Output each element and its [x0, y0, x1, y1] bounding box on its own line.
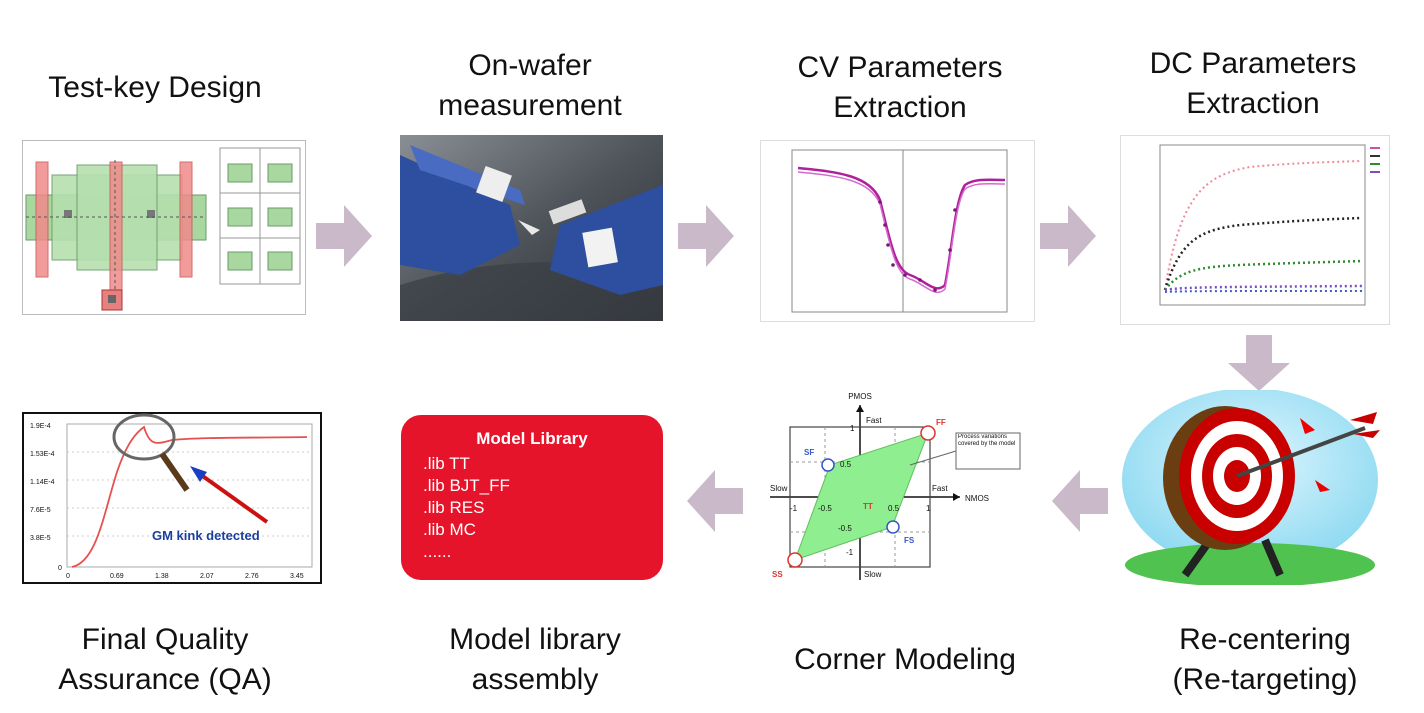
library-item: .lib BJT_FF — [423, 476, 510, 495]
x-tick-label: 2.76 — [245, 573, 259, 580]
x-tick-label: 0.69 — [110, 573, 124, 580]
label-line: Corner Modeling — [794, 643, 1016, 676]
label-line: (Re-targeting) — [1172, 663, 1358, 696]
label-line: assembly — [471, 663, 599, 696]
y-tick-label: 1.53E-4 — [30, 451, 55, 458]
corner-marker — [920, 425, 936, 441]
step-label-corner: Corner Modeling — [760, 640, 1050, 680]
x-tick-label: 2.07 — [200, 573, 214, 580]
qa-gm-plot: 1.9E-4 1.53E-4 1.14E-4 7.6E-5 3.8E-5 0 0… — [22, 412, 322, 584]
x-tick-label: 3.45 — [290, 573, 304, 580]
y-tick-label: 1.14E-4 — [30, 479, 55, 486]
library-item: .lib RES — [423, 498, 485, 517]
model-library-box: Model Library .lib TT .lib BJT_FF .lib R… — [401, 415, 663, 580]
slow-label: Slow — [864, 570, 882, 579]
label-line: On-wafer — [468, 49, 592, 82]
ss-label: SS — [772, 570, 783, 579]
step-label-cv: CV Parameters Extraction — [765, 48, 1035, 128]
x-tick-label: 0 — [66, 573, 70, 580]
arrow-right-icon — [678, 205, 734, 267]
model-library-title: Model Library — [476, 429, 588, 448]
arrow-down-icon — [1228, 335, 1290, 391]
label-line: Extraction — [833, 91, 967, 124]
tt-label: TT — [863, 502, 873, 511]
label-line: Assurance (QA) — [58, 663, 272, 696]
test-key-layout-image — [22, 140, 306, 315]
tick-label: -1 — [790, 504, 798, 513]
corner-model-plot: PMOS NMOS Fast Fast Slow Slow FF SS SF F… — [770, 392, 1021, 580]
fast-label: Fast — [866, 416, 882, 425]
corner-marker — [886, 520, 900, 534]
process-variation-note: Process variations covered by the model — [958, 434, 1016, 447]
y-tick-label: 7.6E-5 — [30, 507, 51, 514]
corner-marker — [787, 552, 803, 568]
tick-label: -0.5 — [838, 524, 852, 533]
arrow-right-icon — [316, 205, 372, 267]
cv-plot — [760, 140, 1035, 322]
tick-label: -1 — [846, 548, 854, 557]
tick-label: -0.5 — [818, 504, 832, 513]
y-tick-label: 3.8E-5 — [30, 535, 51, 542]
step-label-dc: DC Parameters Extraction — [1118, 44, 1388, 124]
nmos-label: NMOS — [965, 494, 989, 503]
corner-marker — [821, 458, 835, 472]
label-line: Final Quality — [81, 623, 249, 656]
label-line: DC Parameters — [1149, 47, 1357, 80]
library-item: .lib TT — [423, 454, 470, 473]
label-line: Extraction — [1186, 87, 1320, 120]
step-label-library: Model library assembly — [400, 620, 670, 700]
fs-label: FS — [904, 536, 915, 545]
step-label-on-wafer: On-wafer measurement — [395, 46, 665, 126]
arrow-right-icon — [1040, 205, 1096, 267]
tick-label: 1 — [850, 424, 855, 433]
gm-kink-annotation: GM kink detected — [152, 528, 260, 543]
target-bullseye-icon — [1122, 390, 1380, 585]
step-label-test-key-design: Test-key Design — [20, 68, 290, 108]
tick-label: 0.5 — [840, 460, 852, 469]
tick-label: 0.5 — [888, 504, 900, 513]
label-line: Test-key Design — [48, 71, 262, 104]
dc-plot — [1120, 135, 1390, 325]
step-label-recenter: Re-centering (Re-targeting) — [1130, 620, 1400, 700]
sf-label: SF — [804, 448, 814, 457]
label-line: measurement — [438, 89, 622, 122]
arrow-left-icon — [687, 470, 743, 532]
x-tick-label: 1.38 — [155, 573, 169, 580]
y-tick-label: 1.9E-4 — [30, 423, 51, 430]
pmos-label: PMOS — [848, 392, 872, 401]
label-line: Re-centering — [1179, 623, 1351, 656]
tick-label: 1 — [926, 504, 931, 513]
library-item: ...... — [423, 542, 452, 561]
y-tick-label: 0 — [58, 565, 62, 572]
ff-label: FF — [936, 418, 946, 427]
step-label-qa: Final Quality Assurance (QA) — [30, 620, 300, 700]
probe-station-photo — [400, 135, 663, 321]
library-item: .lib MC — [423, 520, 476, 539]
label-line: CV Parameters — [797, 51, 1003, 84]
label-line: Model library — [449, 623, 621, 656]
arrow-left-icon — [1052, 470, 1108, 532]
slow-label: Slow — [770, 484, 788, 493]
fast-label: Fast — [932, 484, 948, 493]
